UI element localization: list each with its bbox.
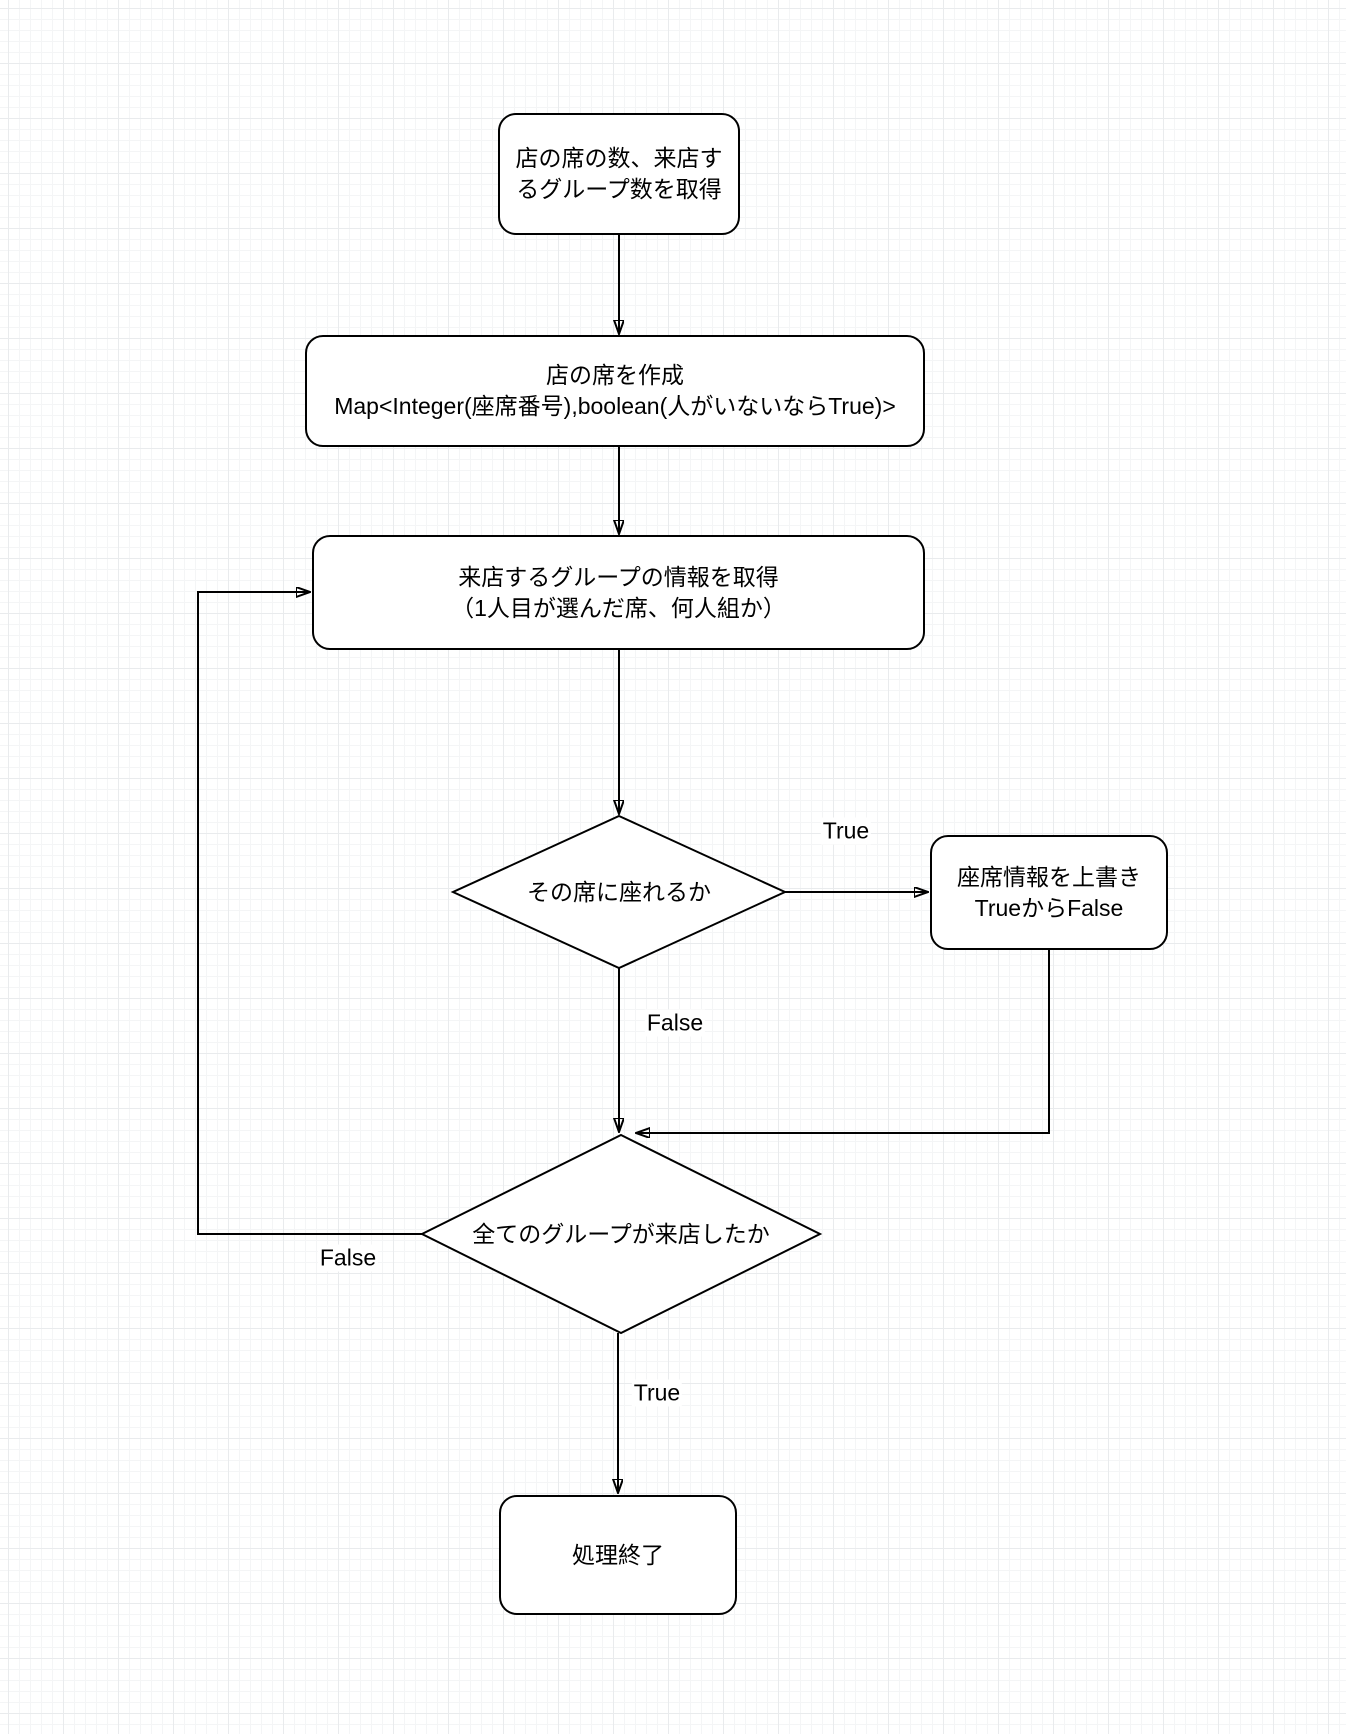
flow-node-get-group-info-label: 来店するグループの情報を取得 （1人目が選んだ席、何人組か） bbox=[314, 562, 923, 624]
label-line: るグループ数を取得 bbox=[516, 176, 722, 202]
decision-can-sit-label: その席に座れるか bbox=[527, 878, 711, 905]
decision-all-visited-label: 全てのグループが来店したか bbox=[472, 1220, 770, 1247]
label-line: 処理終了 bbox=[572, 1541, 664, 1568]
label-line: 店の席を作成 bbox=[546, 362, 684, 388]
label-line: TrueからFalse bbox=[974, 894, 1124, 921]
flow-node-create-seats: 店の席を作成 Map<Integer(座席番号),boolean(人がいないなら… bbox=[305, 335, 925, 447]
edge-label-all-visited-false: False bbox=[317, 1244, 379, 1272]
label-line: Map<Integer(座席番号),boolean(人がいないならTrue)> bbox=[334, 393, 896, 419]
edge-allvisited-false-loopback bbox=[197, 592, 422, 1235]
label-line: 座席情報を上書き bbox=[957, 863, 1141, 890]
decision-can-sit-shape bbox=[450, 814, 788, 970]
edge-label-can-sit-true: True bbox=[820, 817, 872, 845]
flow-node-create-seats-label: 店の席を作成 Map<Integer(座席番号),boolean(人がいないなら… bbox=[307, 360, 923, 422]
flow-node-get-group-info: 来店するグループの情報を取得 （1人目が選んだ席、何人組か） bbox=[312, 535, 925, 650]
flow-node-start-label: 店の席の数、来店す るグループ数を取得 bbox=[500, 143, 738, 205]
flow-node-overwrite-seat: 座席情報を上書き TrueからFalse bbox=[930, 835, 1168, 950]
flow-node-end: 処理終了 bbox=[499, 1495, 737, 1615]
edge-overwrite-to-allvisited bbox=[637, 950, 1050, 1133]
label-line: 店の席の数、来店す bbox=[515, 145, 723, 171]
flow-node-start: 店の席の数、来店す るグループ数を取得 bbox=[498, 113, 740, 235]
label-line: 来店するグループの情報を取得 bbox=[458, 563, 779, 590]
flow-node-overwrite-seat-label: 座席情報を上書き TrueからFalse bbox=[932, 862, 1166, 924]
edge-label-all-visited-true: True bbox=[631, 1379, 683, 1407]
decision-all-visited-shape bbox=[419, 1133, 823, 1335]
label-line: （1人目が選んだ席、何人組か） bbox=[451, 594, 786, 621]
edge-label-can-sit-false: False bbox=[644, 1009, 706, 1037]
